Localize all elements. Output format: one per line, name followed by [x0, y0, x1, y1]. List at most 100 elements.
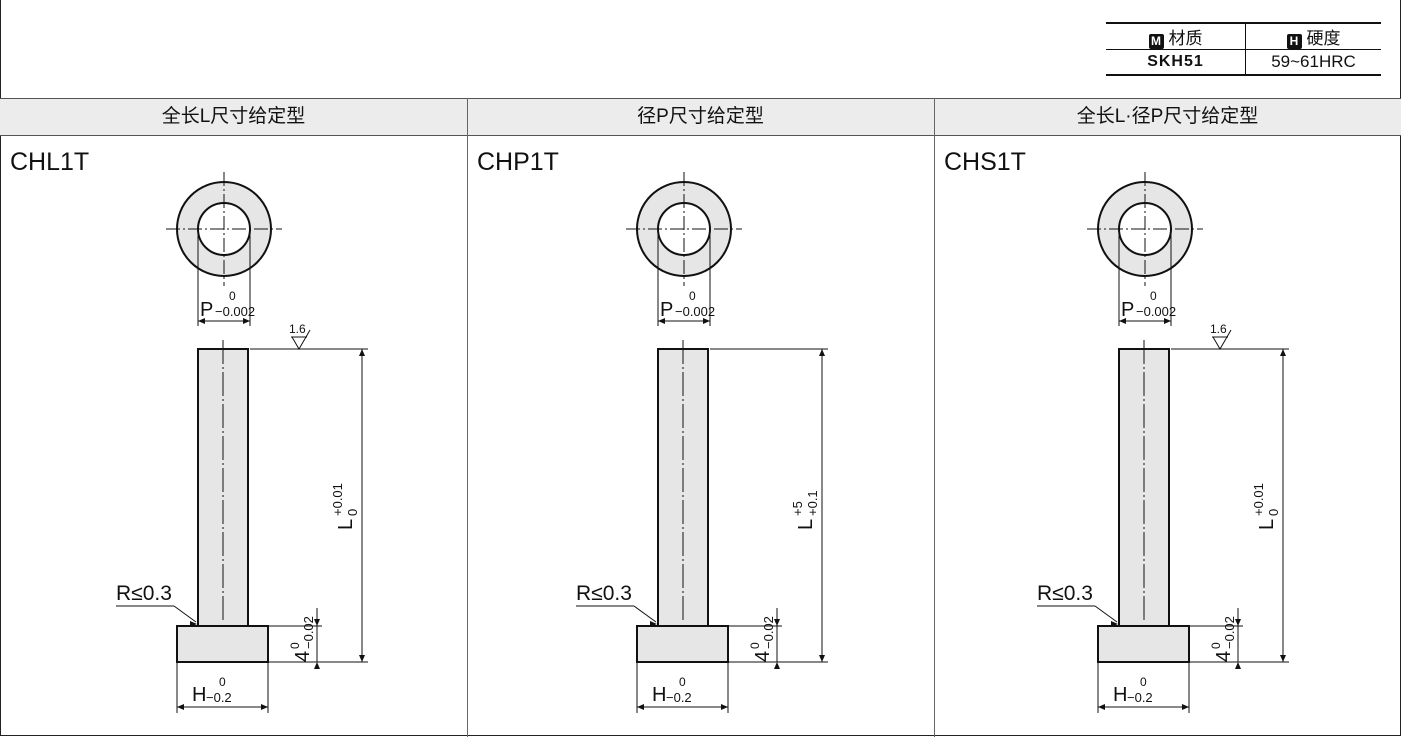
roughness-symbol [1212, 329, 1232, 350]
h-dimension-label: H [192, 684, 206, 706]
head-dimension-text: 4 0−0.02 [288, 616, 316, 662]
p-dimension-label: P [1121, 299, 1134, 321]
h-tolerance-upper: 0 [679, 675, 686, 689]
column-header-2: 径P尺寸给定型 [637, 106, 764, 127]
material-value: SKH51 [1106, 49, 1246, 76]
p-tolerance-lower: −0.002 [1136, 304, 1176, 319]
model-code: CHP1T [477, 148, 559, 176]
l-dimension-label: L [1256, 519, 1278, 530]
column-divider [934, 98, 935, 737]
radius-callout: R≤0.3 [116, 582, 172, 605]
l-tolerance-upper: +0.01 [1251, 483, 1266, 516]
arrowhead [1235, 619, 1241, 626]
leader-line [173, 605, 197, 623]
arrowhead [1111, 621, 1118, 627]
column-divider [467, 98, 468, 737]
arrowhead [1119, 318, 1126, 324]
l-dimension-text: L +5+0.1 [790, 490, 820, 530]
h-tolerance-lower: −0.2 [666, 690, 692, 705]
l-tolerance-upper: +0.01 [330, 483, 345, 516]
roughness-symbol [291, 329, 311, 350]
head [1097, 625, 1190, 663]
p-tolerance-lower: −0.002 [675, 304, 715, 319]
head-tolerance-lower: −0.02 [761, 616, 776, 649]
arrowhead [703, 318, 710, 324]
head-dimension-label: 4 [292, 651, 314, 662]
head [636, 625, 729, 663]
material-badge: M [1148, 34, 1164, 49]
arrowhead [1235, 662, 1241, 669]
arrowhead [243, 318, 250, 324]
roughness-value: 1.6 [1210, 322, 1227, 336]
h-tolerance-lower: −0.2 [206, 690, 232, 705]
arrowhead [1280, 655, 1286, 662]
head-tolerance-upper: 0 [748, 642, 762, 649]
arrowhead [359, 349, 365, 356]
model-code: CHL1T [10, 148, 90, 176]
p-dimension-label: P [660, 299, 673, 321]
arrowhead [314, 619, 320, 626]
radius-callout: R≤0.3 [576, 582, 632, 605]
material-header-label: 材质 [1168, 29, 1203, 48]
arrowhead [177, 704, 184, 710]
l-tolerance-lower: +0.1 [805, 490, 820, 516]
leader-line [633, 605, 657, 623]
arrowhead [1182, 704, 1189, 710]
material-table: M 材质 H 硬度 SKH51 59~61HRC [1106, 22, 1381, 76]
column-header-3: 全长L·径P尺寸给定型 [1076, 106, 1259, 127]
h-dimension-label: H [652, 684, 666, 706]
l-tolerance-lower: 0 [345, 509, 360, 516]
p-tolerance-upper: 0 [229, 289, 236, 303]
material-header: M 材质 [1106, 22, 1246, 50]
arrowhead [774, 619, 780, 626]
hardness-header: H 硬度 [1245, 22, 1381, 50]
h-tolerance-upper: 0 [219, 675, 226, 689]
arrowhead [198, 318, 205, 324]
head-tolerance-upper: 0 [1209, 642, 1223, 649]
hardness-value: 59~61HRC [1245, 49, 1381, 76]
hardness-header-label: 硬度 [1306, 29, 1341, 48]
l-tolerance-upper: +5 [790, 501, 805, 516]
arrowhead [819, 349, 825, 356]
arrowhead [1280, 349, 1286, 356]
head-dimension-text: 40−0.02 [1209, 616, 1237, 662]
head-dimension-text: 4 0−0.02 [748, 616, 776, 662]
leader-line [1094, 605, 1118, 623]
head-dimension-label: 4 [1213, 651, 1235, 662]
roughness-value: 1.6 [289, 322, 306, 336]
arrowhead [359, 655, 365, 662]
arrowhead [819, 655, 825, 662]
p-tolerance-lower: −0.002 [215, 304, 255, 319]
head-dimension-label: 4 [752, 651, 774, 662]
arrowhead [637, 704, 644, 710]
arrowhead [261, 704, 268, 710]
l-tolerance-lower: 0 [1266, 509, 1281, 516]
head-tolerance-lower: −0.02 [301, 616, 316, 649]
p-tolerance-upper: 0 [1150, 289, 1157, 303]
head [176, 625, 269, 663]
column-header-1: 全长L尺寸给定型 [161, 106, 306, 127]
h-dimension-label: H [1113, 684, 1127, 706]
l-dimension-label: L [335, 519, 357, 530]
arrowhead [721, 704, 728, 710]
p-tolerance-upper: 0 [689, 289, 696, 303]
column-header-row: 全长L尺寸给定型 径P尺寸给定型 全长L·径P尺寸给定型 [0, 98, 1401, 136]
arrowhead [190, 621, 197, 627]
arrowhead [1164, 318, 1171, 324]
radius-callout: R≤0.3 [1037, 582, 1093, 605]
hardness-badge: H [1286, 34, 1302, 49]
arrowhead [314, 662, 320, 669]
arrowhead [650, 621, 657, 627]
arrowhead [1098, 704, 1105, 710]
p-dimension-label: P [200, 299, 213, 321]
head-tolerance-upper: 0 [288, 642, 302, 649]
arrowhead [774, 662, 780, 669]
h-tolerance-lower: −0.2 [1127, 690, 1153, 705]
l-dimension-label: L [795, 519, 817, 530]
arrowhead [658, 318, 665, 324]
